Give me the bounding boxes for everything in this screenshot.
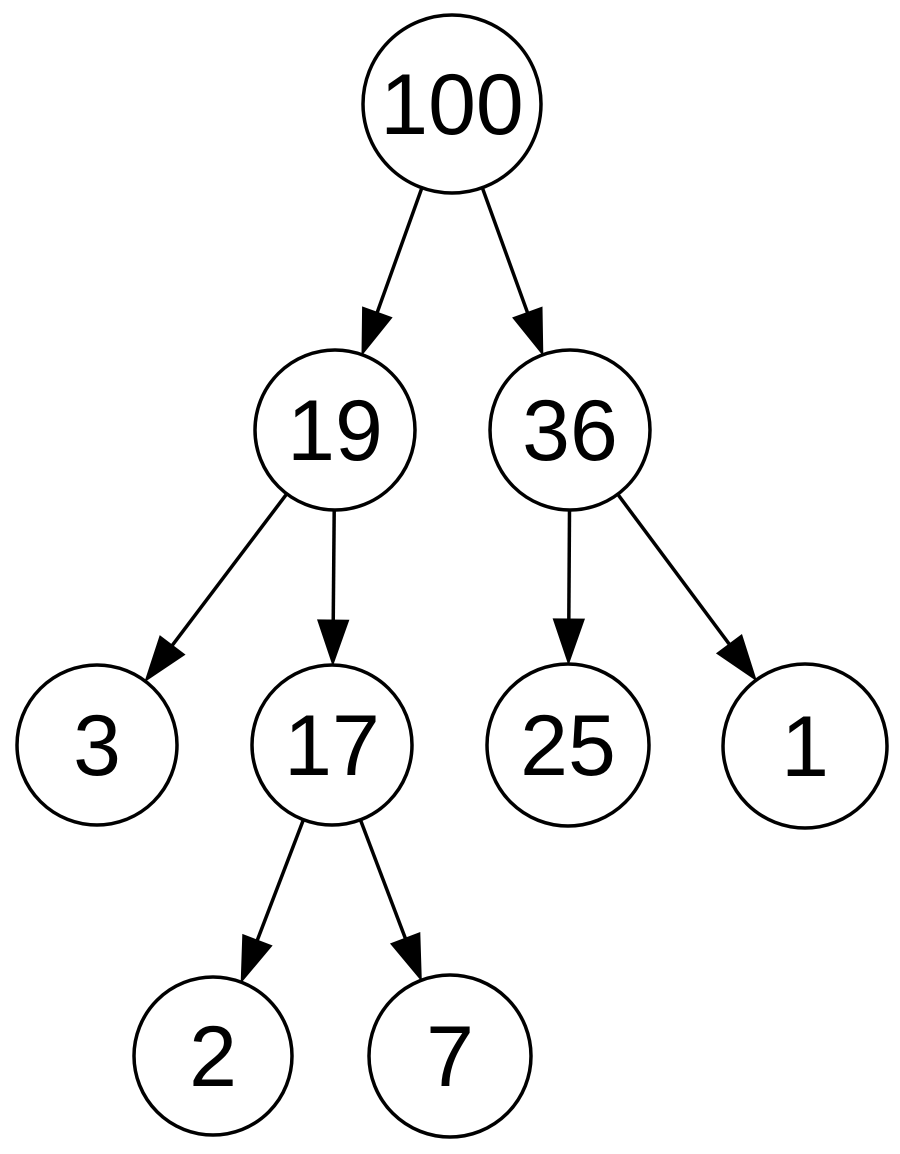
tree-node-36: 36 xyxy=(488,348,652,512)
arrowhead-36-1 xyxy=(715,633,758,682)
edge-100-36 xyxy=(480,187,531,317)
tree-node-circle-100 xyxy=(361,13,543,195)
tree-node-19: 19 xyxy=(253,348,417,512)
tree-node-circle-25 xyxy=(485,662,651,828)
tree-node-label-7: 7 xyxy=(426,1009,474,1105)
tree-node-label-25: 25 xyxy=(520,698,616,794)
tree-node-label-3: 3 xyxy=(73,698,121,794)
tree-node-label-36: 36 xyxy=(522,383,618,479)
arrowhead-100-36 xyxy=(512,306,544,357)
tree-node-25: 25 xyxy=(485,662,651,828)
edge-17-7 xyxy=(358,819,409,943)
tree-node-label-2: 2 xyxy=(189,1009,237,1105)
arrowhead-19-17 xyxy=(317,619,350,667)
tree-node-circle-1 xyxy=(721,662,889,830)
tree-node-1: 1 xyxy=(721,662,889,830)
tree-node-label-100: 100 xyxy=(380,57,524,153)
tree-node-label-1: 1 xyxy=(781,699,829,795)
tree-node-circle-3 xyxy=(15,663,179,827)
tree-node-circle-36 xyxy=(488,348,652,512)
tree-node-circle-2 xyxy=(132,975,294,1137)
nodes-layer: 100 19 36 3 17 25 1 2 7 xyxy=(15,13,889,1139)
tree-node-circle-17 xyxy=(250,663,414,827)
edge-36-1 xyxy=(616,493,734,649)
tree-node-3: 3 xyxy=(15,663,179,827)
tree-node-7: 7 xyxy=(367,973,533,1139)
arrowhead-36-25 xyxy=(552,618,586,666)
edge-19-17 xyxy=(331,509,336,625)
edge-17-2 xyxy=(254,819,306,945)
tree-node-circle-19 xyxy=(253,348,417,512)
edge-100-19 xyxy=(374,187,424,317)
tree-node-circle-7 xyxy=(367,973,533,1139)
edge-36-25 xyxy=(567,509,572,624)
edges-layer xyxy=(144,187,758,984)
tree-node-17: 17 xyxy=(250,663,414,827)
arrowhead-19-3 xyxy=(144,635,186,683)
tree-node-2: 2 xyxy=(132,975,294,1137)
tree-node-label-17: 17 xyxy=(284,698,380,794)
arrowhead-100-19 xyxy=(361,306,393,357)
edge-19-3 xyxy=(168,492,289,650)
tree-node-100: 100 xyxy=(361,13,543,195)
tree-node-label-19: 19 xyxy=(287,383,383,479)
arrowhead-17-2 xyxy=(240,933,273,984)
arrowhead-17-7 xyxy=(389,931,422,982)
